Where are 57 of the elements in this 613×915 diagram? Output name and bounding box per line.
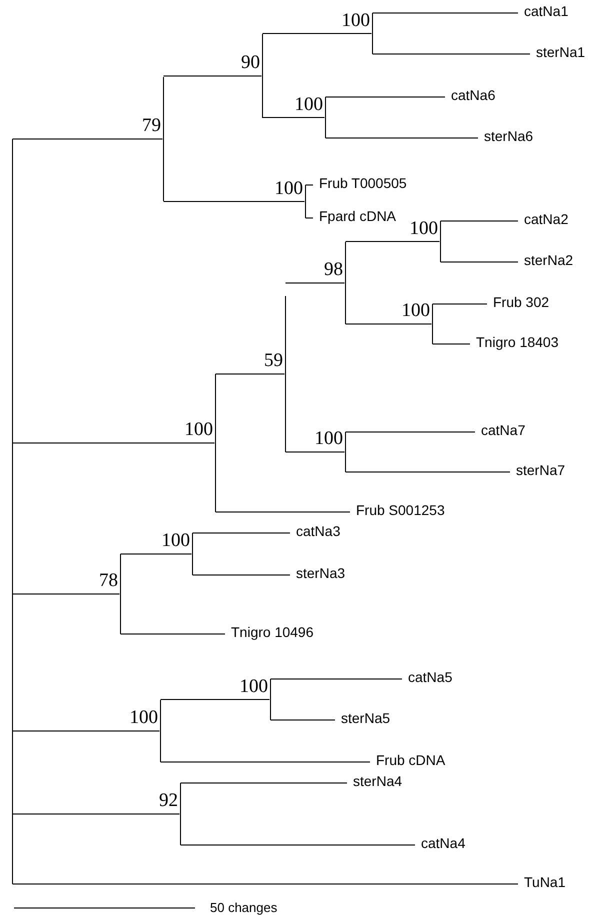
taxon-label: catNa2 — [518, 211, 568, 229]
branch-line — [180, 844, 416, 846]
taxon-label: Frub S001253 — [350, 502, 445, 520]
branch-line — [192, 532, 290, 534]
taxon-label: catNa1 — [518, 3, 568, 21]
taxon-label: catNa4 — [415, 835, 466, 853]
branch-line — [180, 782, 348, 784]
taxon-label: catNa5 — [402, 669, 452, 687]
taxon-label: TuNa1 — [518, 874, 566, 892]
bootstrap-value: 100 — [402, 301, 430, 321]
bootstrap-value: 98 — [324, 260, 343, 280]
branch-line — [372, 12, 518, 14]
bootstrap-value: 92 — [159, 791, 178, 811]
branch-line — [270, 678, 402, 680]
branch-line — [163, 201, 305, 202]
branch-line — [192, 574, 290, 576]
taxon-label: sterNa1 — [530, 44, 586, 62]
taxon-label: Frub 302 — [487, 294, 550, 312]
branch-line — [345, 241, 440, 242]
taxon-label: sterNa2 — [518, 252, 574, 270]
bootstrap-value: 100 — [274, 178, 303, 198]
scale-label: 50 changes — [210, 900, 278, 915]
taxon-label: Fpard cDNA — [313, 208, 396, 226]
branch-line — [12, 442, 215, 444]
branch-line — [305, 184, 314, 186]
branch-line — [12, 138, 163, 140]
taxon-label: sterNa7 — [510, 462, 566, 480]
bootstrap-value: 100 — [162, 531, 190, 551]
branch-line — [12, 730, 160, 732]
bootstrap-value: 100 — [294, 94, 323, 114]
taxon-label: catNa7 — [475, 422, 526, 440]
bootstrap-value: 100 — [240, 676, 268, 696]
branch-line — [160, 699, 270, 700]
bootstrap-value: 78 — [99, 571, 118, 591]
branch-line — [440, 220, 518, 222]
branch-line — [285, 282, 345, 284]
bootstrap-value: 59 — [264, 351, 283, 371]
taxon-label: Tnigro 18403 — [470, 334, 559, 352]
taxon-label: Frub cDNA — [370, 752, 446, 770]
taxon-label: sterNa3 — [290, 565, 346, 583]
bootstrap-value: 100 — [314, 429, 343, 449]
taxon-label: sterNa4 — [347, 773, 402, 791]
taxon-label: Frub T000505 — [313, 175, 407, 193]
taxon-label: catNa6 — [445, 87, 496, 105]
branch-line — [262, 33, 372, 34]
bootstrap-value: 100 — [410, 218, 438, 238]
bootstrap-value: 100 — [184, 420, 213, 440]
bootstrap-value: 90 — [241, 53, 260, 73]
branch-line — [262, 117, 325, 118]
taxon-label: catNa3 — [290, 523, 340, 541]
bootstrap-value: 100 — [342, 10, 370, 30]
bootstrap-value: 100 — [130, 708, 158, 728]
taxon-label: Tnigro 10496 — [225, 624, 314, 642]
bootstrap-value: 79 — [142, 116, 161, 136]
taxon-label: sterNa6 — [478, 128, 534, 146]
taxon-label: sterNa5 — [335, 710, 390, 728]
branch-line — [325, 96, 446, 98]
